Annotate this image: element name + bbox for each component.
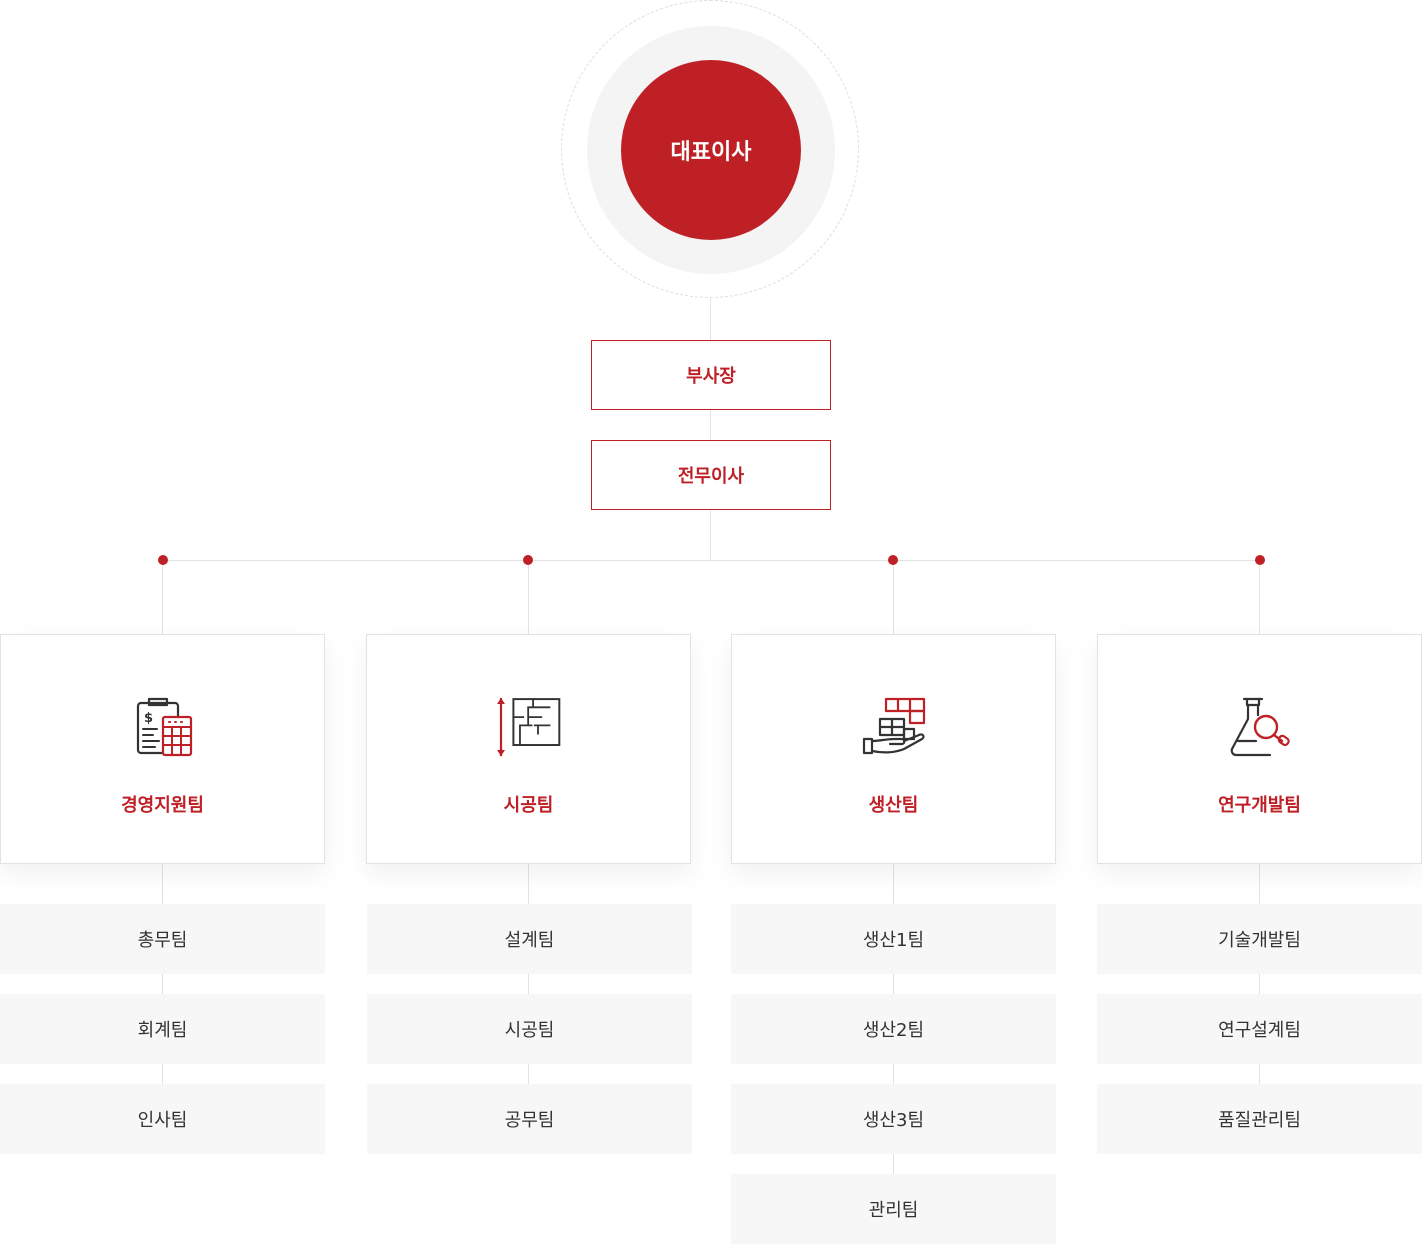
team-box: 회계팀 — [0, 994, 325, 1064]
dept-card-production: 생산팀 — [731, 634, 1056, 864]
connector-teams-2 — [528, 864, 529, 1084]
svg-text:$: $ — [144, 711, 153, 726]
dept-label-construction: 시공팀 — [503, 795, 554, 816]
dept-label-production: 생산팀 — [868, 795, 919, 816]
dept-card-construction: 시공팀 — [366, 634, 691, 864]
dept-card-management: $ 경영지원팀 — [0, 634, 325, 864]
dept-card-rnd: 연구개발팀 — [1097, 634, 1422, 864]
connector-teams-1 — [162, 864, 163, 1084]
team-box: 품질관리팀 — [1097, 1084, 1422, 1154]
team-box: 연구설계팀 — [1097, 994, 1422, 1064]
connector-drop-dept-4 — [1259, 560, 1260, 634]
connector-horizontal — [163, 560, 1260, 561]
dept-label-rnd: 연구개발팀 — [1218, 795, 1301, 816]
connector-dot-1 — [158, 555, 168, 565]
team-box: 관리팀 — [731, 1174, 1056, 1244]
connector-dot-2 — [523, 555, 533, 565]
vice-president-box: 부사장 — [591, 340, 831, 410]
ceo-outer-ring — [561, 0, 859, 298]
flask-magnifier-icon — [1230, 697, 1290, 757]
team-box: 인사팀 — [0, 1084, 325, 1154]
team-box: 총무팀 — [0, 904, 325, 974]
connector-teams-4 — [1259, 864, 1260, 1084]
dept-label-management: 경영지원팀 — [121, 795, 204, 816]
connector-dot-4 — [1255, 555, 1265, 565]
connector-drop-dept-3 — [893, 560, 894, 634]
team-box: 시공팀 — [367, 994, 692, 1064]
boxes-hand-icon — [862, 697, 925, 755]
connector-ceo-trunk — [710, 298, 711, 560]
connector-drop-dept-1 — [162, 560, 163, 634]
team-box: 생산3팀 — [731, 1084, 1056, 1154]
ceo-label: 대표이사 — [670, 140, 752, 165]
ceo-node: 대표이사 — [621, 60, 801, 240]
team-box: 생산1팀 — [731, 904, 1056, 974]
connector-dot-3 — [888, 555, 898, 565]
calculator-invoice-icon: $ — [136, 697, 192, 757]
connector-drop-dept-2 — [528, 560, 529, 634]
team-box: 공무팀 — [367, 1084, 692, 1154]
floor-plan-icon — [496, 697, 560, 757]
managing-director-box: 전무이사 — [591, 440, 831, 510]
team-box: 기술개발팀 — [1097, 904, 1422, 974]
team-box: 설계팀 — [367, 904, 692, 974]
team-box: 생산2팀 — [731, 994, 1056, 1064]
